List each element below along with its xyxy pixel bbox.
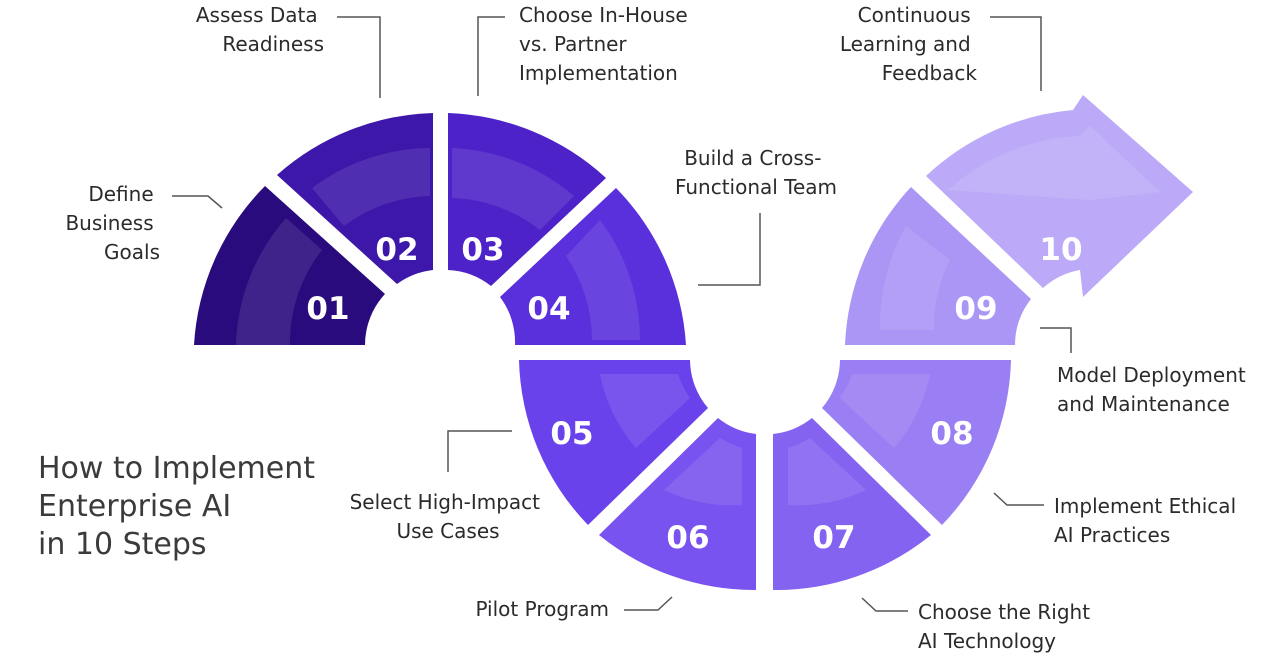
step-10-shape: [926, 95, 1193, 297]
step-01-number: 01: [306, 291, 349, 327]
step-10-leader-line: [990, 16, 1042, 91]
step-09-leader-line: [1040, 327, 1072, 353]
step-06-shape: [599, 418, 756, 591]
title-line-1: How to Implement: [38, 451, 316, 486]
step-02-number: 02: [375, 232, 418, 268]
step-03-highlight: [452, 148, 574, 230]
step-06-label: Pilot Program: [475, 597, 609, 621]
step-02-leader-line: [337, 16, 381, 98]
step-05-highlight: [600, 374, 690, 448]
step-03-shape: [448, 113, 606, 286]
step-06-segment: 06: [599, 418, 756, 591]
step-07-shape: [773, 418, 931, 591]
step-08-segment: 08: [822, 360, 1011, 525]
step-08-label: Implement Ethical AI Practices: [1054, 494, 1242, 547]
step-04-shape: [500, 188, 686, 345]
step-01-segment: 01: [194, 186, 385, 345]
step-10-highlight: [948, 126, 1160, 200]
step-05-label: Select High-Impact Use Cases: [350, 490, 547, 543]
step-05-leader-line: [447, 430, 512, 472]
step-06-number: 06: [666, 520, 709, 556]
step-07-leader-line: [861, 597, 908, 612]
step-03-segment: 03: [448, 113, 606, 286]
step-05-shape: [519, 360, 708, 525]
step-07-label: Choose the Right AI Technology: [918, 600, 1096, 653]
step-02-highlight: [312, 148, 430, 226]
step-07-segment: 07: [773, 418, 931, 591]
title-line-3: in 10 Steps: [38, 527, 207, 562]
step-01-shape: [194, 186, 385, 345]
step-04-label: Build a Cross- Functional Team: [675, 146, 837, 199]
step-04-highlight: [566, 220, 640, 340]
step-07-highlight: [788, 438, 866, 506]
step-01-label: Define Business Goals: [65, 182, 160, 264]
step-09-shape: [845, 187, 1031, 345]
step-10-label: Continuous Learning and Feedback: [840, 3, 978, 85]
step-01-leader-line: [172, 195, 223, 209]
step-04-number: 04: [527, 291, 570, 327]
step-09-highlight: [879, 226, 950, 330]
step-09-label: Model Deployment and Maintenance: [1057, 363, 1252, 416]
step-04-segment: 04: [500, 188, 686, 345]
step-10-segment: 10: [926, 95, 1193, 297]
step-08-number: 08: [930, 416, 973, 452]
step-05-segment: 05: [519, 360, 708, 525]
step-06-leader-line: [624, 596, 673, 611]
step-02-label: Assess Data Readiness: [196, 3, 324, 56]
step-09-number: 09: [954, 291, 997, 327]
step-09-segment: 09: [845, 187, 1031, 345]
step-08-leader-line: [993, 492, 1044, 506]
step-03-number: 03: [461, 232, 504, 268]
step-06-highlight: [664, 438, 742, 506]
step-03-label: Choose In-House vs. Partner Implementati…: [519, 3, 694, 85]
step-02-shape: [277, 113, 433, 284]
step-04-leader-line: [698, 213, 761, 286]
step-08-highlight: [840, 374, 930, 448]
page-title: How to Implement Enterprise AI in 10 Ste…: [38, 450, 315, 564]
step-02-segment: 02: [277, 113, 433, 284]
step-10-number: 10: [1039, 232, 1082, 268]
step-05-number: 05: [550, 416, 593, 452]
title-line-2: Enterprise AI: [38, 489, 232, 524]
step-01-highlight: [236, 218, 322, 345]
step-07-number: 07: [812, 520, 855, 556]
step-08-shape: [822, 360, 1011, 525]
step-03-leader-line: [477, 16, 505, 96]
